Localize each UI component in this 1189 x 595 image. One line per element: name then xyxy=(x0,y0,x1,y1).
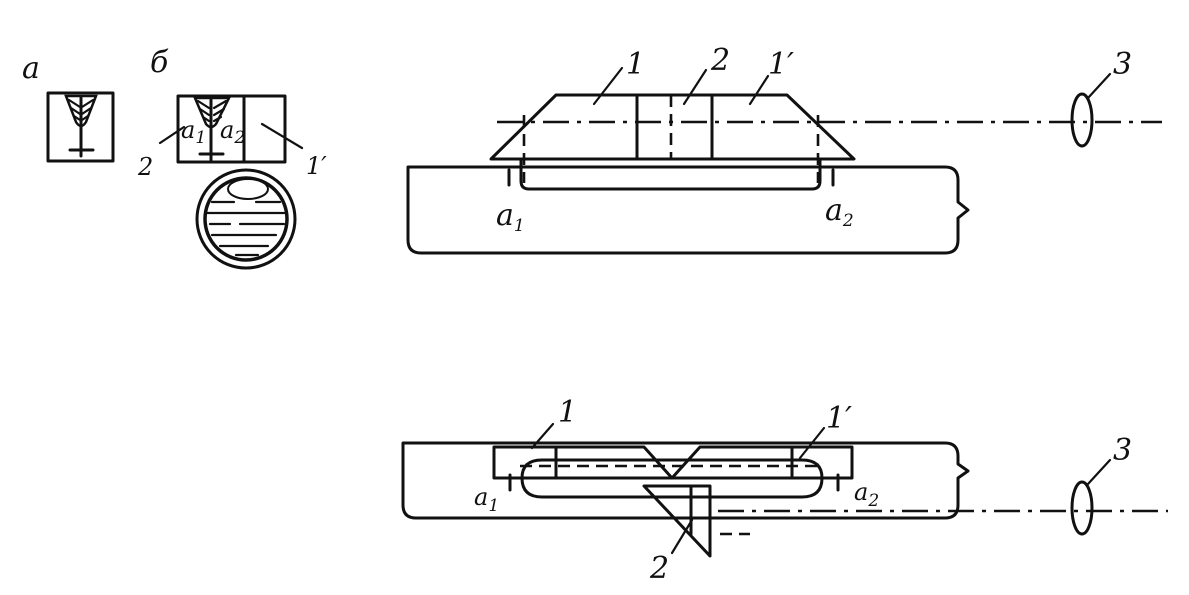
top-leader-1prime xyxy=(748,74,770,106)
top-housing xyxy=(406,165,970,255)
bottom-leader-1 xyxy=(530,422,555,450)
figure-b-leader-2 xyxy=(158,125,186,145)
top-prism-assembly xyxy=(489,93,856,161)
top-lens-3 xyxy=(1070,92,1094,148)
bottom-label-a1: a1 xyxy=(474,483,499,516)
top-label-2: 2 xyxy=(710,43,730,78)
figure-b-label-a2: a2 xyxy=(220,116,245,148)
figure-a-frame xyxy=(46,91,115,163)
bottom-vial xyxy=(520,458,824,499)
figure-b: б 2 a1 a2 1′ xyxy=(137,45,327,270)
top-label-a1: a1 xyxy=(496,198,525,236)
figure-b-label-2: 2 xyxy=(137,153,153,181)
bottom-lens-3 xyxy=(1070,480,1094,536)
figure-b-frame xyxy=(176,94,287,164)
figure-a: а xyxy=(22,51,115,163)
bottom-leader-3 xyxy=(1086,458,1112,486)
top-label-1prime: 1′ xyxy=(768,47,794,82)
top-vial xyxy=(519,157,822,191)
top-leader-1 xyxy=(592,66,624,106)
figure-b-label-a1: a1 xyxy=(181,116,206,148)
top-label-3: 3 xyxy=(1113,47,1132,82)
bottom-leader-2 xyxy=(670,518,694,555)
top-label-a2: a2 xyxy=(825,193,854,231)
bottom-prism-2 xyxy=(642,484,712,558)
top-view: 1 2 1′ 3 a1 a2 xyxy=(406,43,1162,255)
figure-a-bubble-image xyxy=(64,94,98,158)
figure-b-vial-view xyxy=(195,168,297,270)
figure-b-bubble-image xyxy=(193,96,232,162)
figure-a-label: а xyxy=(22,51,40,86)
bottom-label-a2: a2 xyxy=(854,478,879,511)
figure-b-label-1prime: 1′ xyxy=(306,152,327,180)
figure-b-leader-1prime xyxy=(260,122,304,150)
bottom-label-1prime: 1′ xyxy=(826,401,852,436)
bottom-leader-1prime xyxy=(798,426,826,460)
top-leader-2 xyxy=(682,68,708,106)
top-leader-3 xyxy=(1086,72,1112,100)
bottom-label-1: 1 xyxy=(558,395,577,430)
bottom-prism-assembly xyxy=(492,445,854,480)
bottom-view: 1 1′ 2 3 a1 a2 xyxy=(401,395,1168,586)
bottom-label-3: 3 xyxy=(1113,433,1132,468)
figure-b-label: б xyxy=(150,45,169,80)
bottom-label-2: 2 xyxy=(649,551,669,586)
top-label-1: 1 xyxy=(626,47,645,82)
